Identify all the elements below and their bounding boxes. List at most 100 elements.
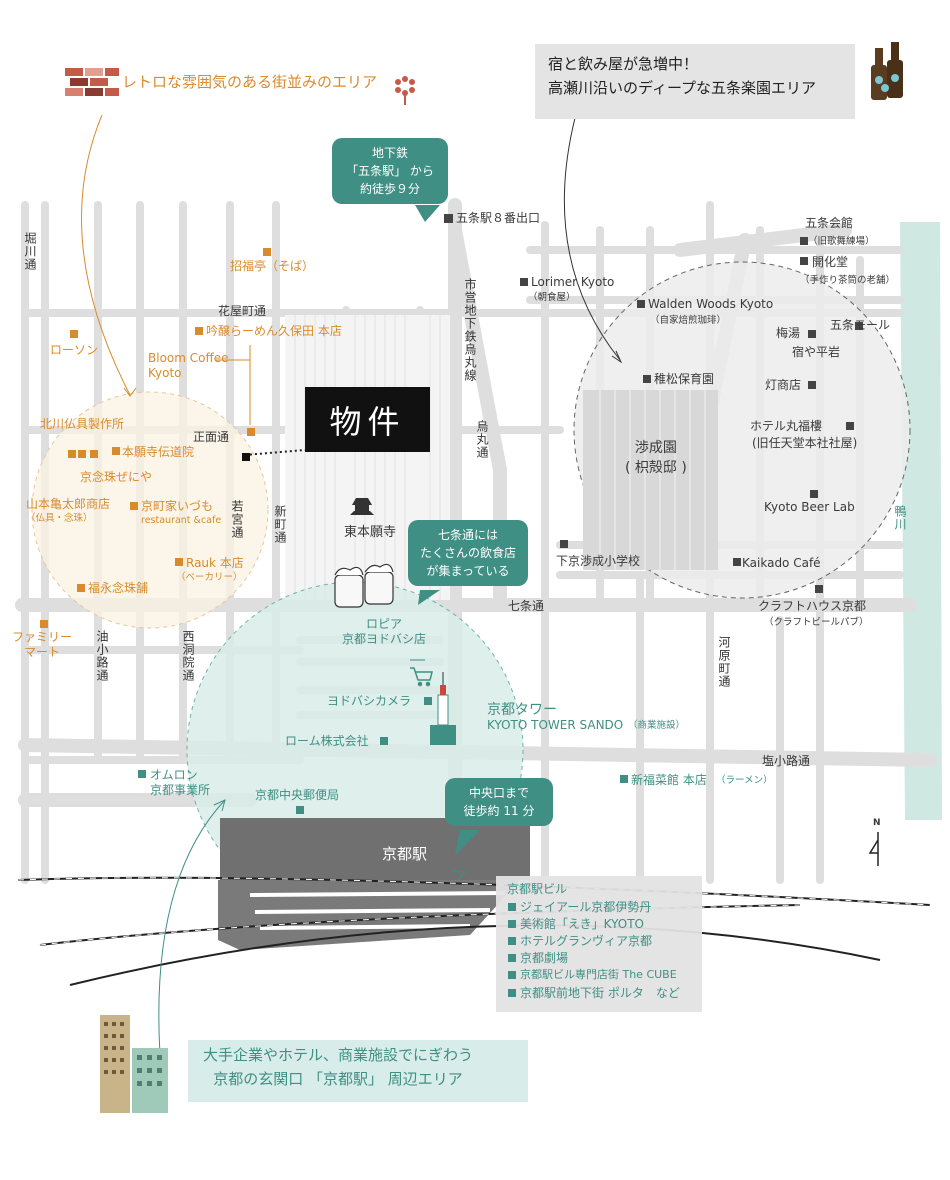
place-walden-sub: （自家焙煎珈琲） — [650, 315, 727, 326]
place-tower-sando: KYOTO TOWER SANDO — [487, 718, 624, 732]
station-list-item: 美術館「えき」KYOTO — [520, 917, 644, 931]
place-shimokyo: 下京渉成小学校 — [556, 554, 641, 568]
place-rauk: Rauk 本店 — [186, 556, 244, 570]
gray-place-markers — [444, 214, 863, 593]
retro-area-title: レトロな雰囲気のある街並みのエリア — [122, 73, 378, 91]
brick-wall-icon — [65, 68, 119, 96]
place-gojo-kaikan-sub: （旧歌舞練場） — [808, 236, 875, 247]
place-ginrei: 吟醸らーめん久保田 本店 — [206, 324, 342, 338]
place-kitagawa: 北川仏具製作所 — [40, 417, 125, 431]
place-kaikado-sub: （手作り茶筒の老舗） — [800, 275, 896, 286]
prayer-beads-icon — [395, 76, 415, 105]
station-list-item: ジェイアール京都伊勢丹 — [520, 900, 652, 914]
place-maruhukuro-sub: (旧任天堂本社社屋) — [752, 436, 858, 450]
street-karasuma: 烏丸通 — [475, 420, 489, 459]
place-yodobashi: ヨドバシカメラ — [327, 694, 412, 708]
street-horikawa: 堀川通 — [23, 232, 37, 271]
place-higashihonganji: 東本願寺 — [344, 525, 397, 540]
shichijo-callout: 七条通には たくさんの飲食店 が集まっている — [408, 520, 528, 586]
station-list-item: 京都駅ビル専門店街 The CUBE — [520, 968, 677, 981]
place-shofukutei: 招福亭（そば） — [230, 259, 315, 273]
place-tower: 京都タワー — [487, 702, 557, 718]
kyoto-tower-icon — [430, 672, 456, 745]
callout-tail-gojo — [415, 205, 440, 222]
street-kawaramachi: 河原町通 — [717, 636, 731, 688]
place-familymart: ファミリー マート — [12, 630, 73, 659]
leader-lines — [81, 114, 621, 1056]
street-shichijo: 七条通 — [508, 599, 545, 613]
place-tomoshibi: 灯商店 — [765, 378, 802, 392]
place-lorimer-sub: （朝食屋） — [528, 292, 576, 303]
property-marker — [242, 453, 250, 461]
place-kaikado-cafe: Kaikado Café — [742, 556, 821, 570]
sake-bottles-icon — [871, 42, 903, 100]
place-shinpukusaikan-sub: （ラーメン） — [716, 775, 773, 786]
place-maruhukuro: ホテル丸福樓 — [750, 419, 823, 433]
place-shoseien: 渉成園 ( 枳殻邸 ) — [625, 440, 687, 477]
street-shinmachi: 新町通 — [273, 505, 287, 544]
place-izumo: 京町家いづも — [141, 499, 214, 513]
place-kaikado: 開化堂 — [812, 255, 849, 269]
kyoto-station-building — [220, 818, 530, 880]
place-lorimer: Lorimer Kyoto — [531, 275, 615, 289]
place-bloom-coffee: Bloom Coffee Kyoto — [148, 351, 229, 380]
place-yamamoto: 山本亀太郎商店 — [26, 497, 111, 511]
place-izumo-sub: restaurant &cafe — [141, 515, 222, 526]
beer-mugs-icon — [334, 563, 394, 608]
shopping-cart-icon — [410, 667, 433, 687]
teal-place-markers — [138, 697, 628, 814]
street-wakamiya: 若宮通 — [230, 500, 244, 539]
place-yado-hiraiwa: 宿や平岩 — [792, 345, 841, 359]
place-crafthouse: クラフトハウス京都 — [758, 599, 867, 613]
place-gojo-exit: 五条駅８番出口 — [456, 211, 541, 225]
temple-icon — [350, 498, 374, 515]
gojo-area-title: 宿と飲み屋が急増中！ 高瀬川沿いのディープな五条楽園エリア — [548, 55, 817, 97]
place-tower-sando-sub: （商業施設） — [628, 720, 686, 731]
place-rohm: ローム株式会社 — [285, 734, 369, 748]
gojo-header-bg — [535, 44, 855, 119]
place-keinen: 京念珠ぜにや — [80, 470, 153, 484]
property-label: 物件 — [305, 387, 430, 452]
place-chisho: 稚松保育園 — [654, 372, 715, 386]
place-umeyu: 梅湯 — [776, 326, 801, 340]
street-shiokoji: 塩小路通 — [762, 754, 811, 768]
station-area-title: 大手企業やホテル、商業施設でにぎわう 京都の玄関口 「京都駅」 周辺エリア — [203, 1046, 474, 1088]
place-yamamoto-sub: （仏具・念珠） — [26, 513, 93, 524]
station-list-item: 京都駅前地下街 ポルタ など — [520, 986, 680, 1000]
station-list-item: 京都劇場 — [520, 951, 569, 965]
street-nishinotoin: 西洞院通 — [181, 630, 195, 682]
compass-label: N — [873, 818, 881, 828]
place-beerlab: Kyoto Beer Lab — [764, 500, 855, 514]
chuo-walk-callout: 中央口まで 徒歩約 11 分 — [445, 778, 553, 826]
callout-tail-shichijo — [418, 590, 440, 605]
place-honganji-dendo: 本願寺伝道院 — [122, 445, 195, 459]
place-lawson: ローソン — [50, 343, 99, 357]
place-kyoto-station: 京都駅 — [382, 845, 428, 863]
kamogawa-river — [900, 222, 942, 820]
office-buildings-icon — [100, 1015, 168, 1113]
place-fukunaga: 福永念珠舗 — [88, 581, 149, 595]
place-lopia: ロピア 京都ヨドバシ店 — [342, 617, 427, 646]
place-crafthouse-sub: （クラフトビールパブ） — [764, 617, 869, 628]
gojo-walk-callout: 地下鉄 「五条駅」 から 約徒歩９分 — [332, 138, 448, 204]
street-shomen: 正面通 — [193, 430, 230, 444]
place-omron: オムロン 京都事業所 — [150, 768, 211, 797]
street-hanayacho: 花屋町通 — [218, 304, 267, 318]
station-list-item: ホテルグランヴィア京都 — [520, 934, 653, 948]
orange-place-markers — [40, 248, 271, 628]
callout-tail-chuo — [455, 830, 480, 855]
place-post: 京都中央郵便局 — [255, 788, 340, 802]
place-gojo-mall: 五条モール — [830, 318, 891, 332]
place-rauk-sub: （ベーカリー） — [176, 572, 243, 583]
place-walden: Walden Woods Kyoto — [648, 297, 774, 311]
compass-icon — [868, 832, 879, 866]
station-list-title: 京都駅ビル — [507, 882, 568, 896]
place-shinpukusaikan: 新福菜館 本店 — [631, 773, 707, 787]
shoseien-block — [583, 390, 718, 570]
place-gojo-kaikan: 五条会館 — [805, 216, 854, 230]
station-list-box — [496, 876, 702, 1012]
street-karasuma-subway: 市営地下鉄烏丸線 — [463, 278, 477, 382]
street-aburanokoji: 油小路通 — [95, 630, 109, 682]
station-header-bg — [188, 1040, 528, 1102]
